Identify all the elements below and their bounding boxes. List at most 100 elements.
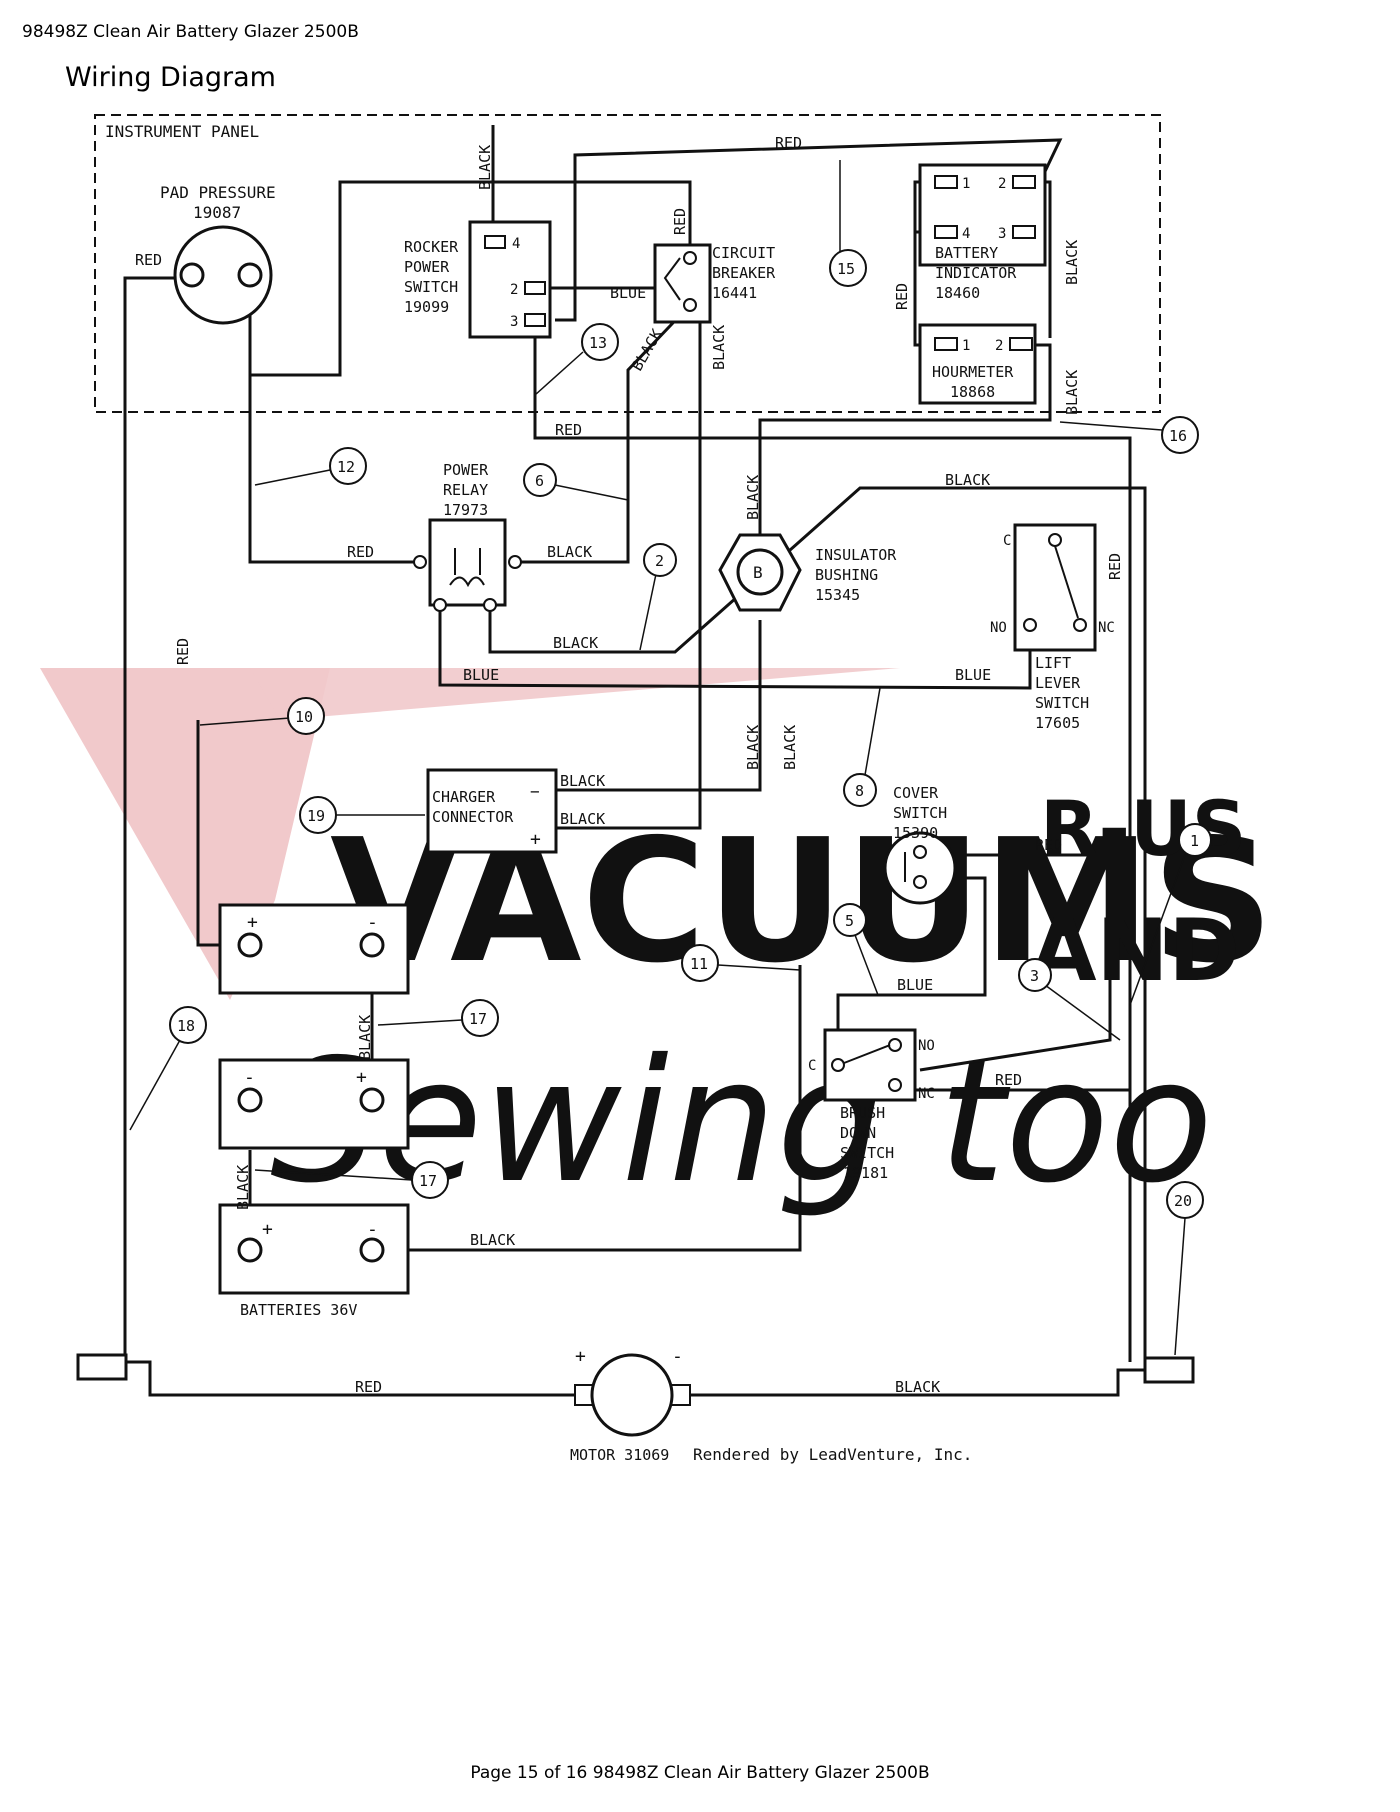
right-terminal-block (1143, 1356, 1195, 1384)
callout-3: 3 (1018, 958, 1121, 1041)
callout-11: 11 (681, 944, 801, 982)
wire-rocker3-down (533, 320, 1132, 1362)
hourmeter: 1 2 HOURMETER 18868 (918, 323, 1037, 405)
power-relay: POWER RELAY 17973 (413, 461, 522, 612)
wire-batt-black (372, 965, 802, 1252)
watermark-script: Sewing too (270, 1023, 1213, 1221)
svg-text:17: 17 (419, 1172, 437, 1190)
svg-text:16: 16 (1169, 427, 1187, 445)
wire-label-blue-cover: BLUE (897, 976, 933, 994)
batt2-plus: + (356, 1067, 367, 1088)
motor: + - MOTOR 31069 Rendered by LeadVenture,… (76, 1346, 1195, 1464)
wire-label-red-cover: RED (1035, 836, 1062, 854)
breaker-part: 16441 (712, 284, 757, 302)
circuit-breaker: CIRCUIT BREAKER 16441 (653, 243, 776, 324)
relay-l2: RELAY (443, 481, 488, 499)
lift-part: 17605 (1035, 714, 1080, 732)
svg-text:13: 13 (589, 334, 607, 352)
bi-part: 18460 (935, 284, 980, 302)
svg-text:6: 6 (535, 472, 544, 490)
cover-l1: COVER (893, 784, 939, 802)
left-terminal-block (76, 1353, 128, 1381)
wire-label-black-bi: BLACK (1063, 240, 1081, 285)
charger-minus: − (530, 782, 540, 801)
batt2-minus: - (244, 1067, 255, 1088)
lift-nc: NC (1098, 620, 1115, 636)
wire-label-red-mid: RED (555, 421, 582, 439)
section-title: Wiring Diagram (65, 62, 276, 93)
wires (123, 125, 1147, 1397)
brush-l2: DOWN (840, 1124, 876, 1142)
callouts: 1 2 3 5 6 8 10 11 12 13 15 16 17 17 18 1… (129, 160, 1212, 1356)
callout-17a: 17 (377, 999, 499, 1037)
lift-l3: SWITCH (1035, 694, 1089, 712)
rocker-t2: 2 (510, 282, 518, 298)
hm-t1: 1 (962, 338, 970, 354)
brush-down-switch: C NO NC BRUSH DOWN SWITCH 19181 (808, 1028, 935, 1182)
wire-label-black-breaker: BLACK (710, 325, 728, 370)
wire-label-black-top: BLACK (945, 471, 990, 489)
batteries: + - - + + - BATTERIES 36V (218, 903, 410, 1319)
rocker-l2: POWER (404, 258, 450, 276)
wire-label-black-bushing-low: BLACK (744, 725, 762, 770)
wire-label-red-lift: RED (1106, 553, 1124, 580)
batt3-plus: + (262, 1219, 273, 1240)
wire-label-black-charger1: BLACK (560, 772, 605, 790)
bi-l1: BATTERY (935, 244, 998, 262)
cover-switch: COVER SWITCH 15390 (883, 784, 957, 905)
callout-17b: 17 (254, 1161, 449, 1199)
watermark: VACUUMS R-US AND Sewing too (40, 668, 1274, 1221)
rocker-t4: 4 (512, 236, 520, 252)
bushing-part: 15345 (815, 586, 860, 604)
callout-10: 10 (199, 697, 325, 735)
svg-text:12: 12 (337, 458, 355, 476)
svg-text:10: 10 (295, 708, 313, 726)
callout-18: 18 (129, 1006, 207, 1131)
svg-text:17: 17 (469, 1010, 487, 1028)
wire-label-red-brush: RED (995, 1071, 1022, 1089)
wire-label-blue-relay: BLUE (463, 666, 499, 684)
wire-label-black-bushing: BLACK (744, 475, 762, 520)
svg-text:1: 1 (1190, 832, 1199, 850)
wire-rocker3-red (555, 138, 1063, 322)
wire-motor-red (125, 1360, 575, 1397)
callout-6: 6 (523, 463, 629, 501)
brush-l3: SWITCH (840, 1144, 894, 1162)
brush-part: 19181 (843, 1164, 888, 1182)
render-credit: Rendered by LeadVenture, Inc. (693, 1445, 972, 1464)
batt1-minus: - (367, 912, 378, 933)
watermark-swoosh-tail (250, 668, 900, 720)
wire-label-red-pad: RED (135, 251, 162, 269)
motor-plus: + (575, 1346, 586, 1367)
charger-l2: CONNECTOR (432, 808, 514, 826)
wire-label-red-left: RED (174, 638, 192, 665)
wire-label-red-relay: RED (347, 543, 374, 561)
relay-l1: POWER (443, 461, 489, 479)
wire-label-black-motor: BLACK (895, 1378, 940, 1396)
svg-text:5: 5 (845, 912, 854, 930)
pad-pressure-part: 19087 (193, 203, 241, 222)
lift-c: C (1003, 533, 1011, 549)
bi-t4: 4 (962, 226, 970, 242)
watermark-side-top: R-US (1040, 784, 1247, 873)
wire-label-blue-lift: BLUE (955, 666, 991, 684)
cover-l2: SWITCH (893, 804, 947, 822)
document-title: 98498Z Clean Air Battery Glazer 2500B (22, 22, 359, 42)
wire-labels: RED RED RED RED RED RED RED BLACK BLACK … (135, 134, 1124, 1396)
callout-5: 5 (833, 903, 879, 996)
brush-no: NO (918, 1038, 935, 1054)
callout-20: 20 (1166, 1181, 1204, 1356)
pad-pressure-name: PAD PRESSURE (160, 183, 276, 202)
wire-motor-black (690, 1368, 1145, 1397)
wire-label-blue-rocker: BLUE (610, 284, 646, 302)
charger-connector: CHARGER CONNECTOR − + (426, 768, 558, 854)
wire-label-black-batt23: BLACK (234, 1165, 252, 1210)
lift-l2: LEVER (1035, 674, 1081, 692)
bi-t3: 3 (998, 226, 1006, 242)
bi-t1: 1 (962, 176, 970, 192)
wire-label-black-batt12: BLACK (356, 1015, 374, 1060)
charger-l1: CHARGER (432, 788, 496, 806)
svg-text:15: 15 (837, 260, 855, 278)
wire-label-red-motor: RED (355, 1378, 382, 1396)
pad-pressure-gauge: PAD PRESSURE 19087 (160, 183, 276, 325)
